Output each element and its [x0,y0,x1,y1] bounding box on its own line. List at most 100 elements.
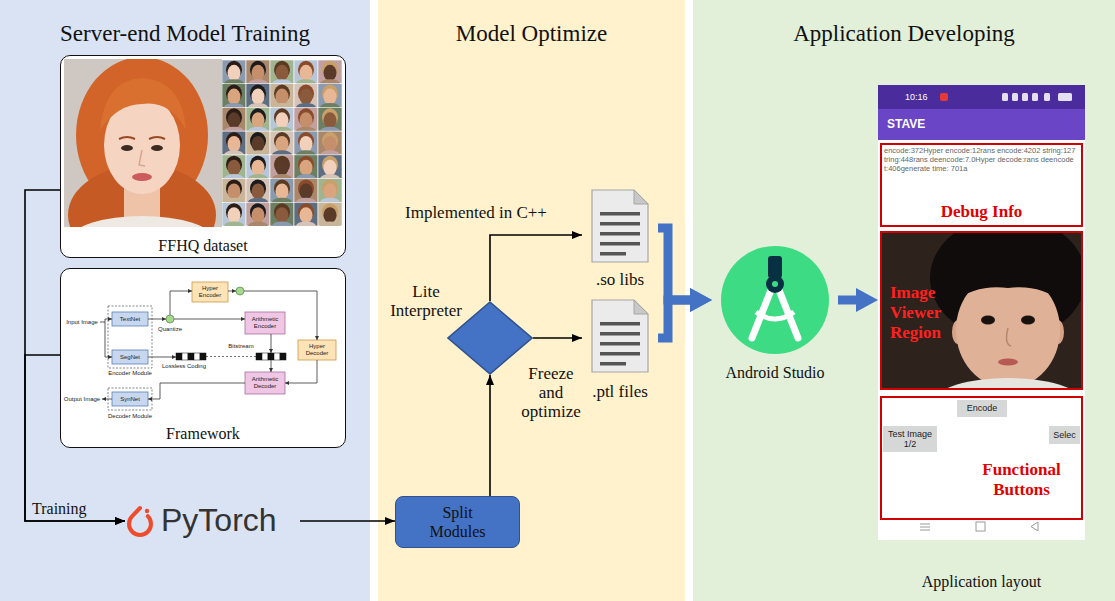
app-button: Selec [1049,426,1080,444]
compass-arc [756,312,794,319]
quantizer [236,287,244,295]
callout-box: Image Viewer Region [880,231,1083,390]
face [228,65,241,81]
text-line [600,232,640,236]
status-bar [878,85,1085,109]
node-text: Selec [1049,430,1080,440]
face [300,89,313,105]
node-text: Split Modules [422,503,494,541]
label-slot: TextNet [112,312,148,326]
label-slot: SynNet [112,392,148,406]
label-text: encode:372Hyper encode:12rans encode:420… [884,146,1080,155]
bitstream-cell [256,353,262,360]
decision-diamond: Lite Interpreter [447,301,533,375]
figure-wire [174,319,245,320]
face [228,136,241,152]
figure-ground [60,268,346,448]
label-text: SegNet [112,354,148,361]
face [324,207,337,223]
panel: Model OptimizeLite Interpreter.so libs.p… [378,0,685,601]
face [324,89,337,105]
text-line [600,242,640,246]
node-text: Encode [957,403,1007,414]
face [300,112,313,128]
status-icon [940,93,948,101]
text-line [600,352,640,356]
eye [151,145,163,151]
pytorch-logo [129,508,151,535]
brow [119,137,135,139]
shoulders [296,222,316,227]
callout-box: Functional Buttons EncodeTest Image 1/2 Se… [880,396,1083,520]
label-text: Arithmetic Decoder [245,376,285,390]
node-text: Application layout [878,572,1085,591]
shoulders [320,222,340,227]
app-button: Encode [957,400,1007,417]
label-slot: Hyper Decoder [298,340,336,360]
text-line [600,362,626,366]
nav-menu-icon [920,530,930,531]
face [228,207,241,223]
nav-menu-icon [920,524,930,525]
compass-pin [772,281,778,287]
edge-label: Implemented in C++ [405,203,585,223]
panel: Application DevelopingAndroid StudioAppl… [693,0,1115,601]
lips [132,173,152,181]
figure-wire [100,319,112,322]
label-text: Arithmetic Encoder [245,316,285,330]
face [276,65,289,81]
connector [658,228,692,300]
document-icon [592,190,648,262]
status-icon [1002,93,1008,101]
process-box: Split Modules [395,496,520,548]
bitstream-cell [262,353,268,360]
label-text: Hyper Encoder [192,285,228,299]
node-text: PyTorch [161,501,300,539]
nose [1007,328,1011,346]
hair-bangs [954,250,1062,302]
connector [533,337,582,339]
figure-wire [102,399,112,400]
hyper-block [298,340,336,360]
label-slot: Arithmetic Decoder [245,372,285,394]
label-slot: Input Image [62,318,102,326]
shirt [936,378,1080,388]
status-icon [1012,93,1018,101]
app-icon: Android Studio [712,245,838,395]
label-text: Quantize [154,326,186,333]
face [276,160,289,176]
label-slot: Encoder Module [98,369,162,377]
figure-wire [244,291,317,340]
connector [489,375,491,496]
nav-home-icon [976,522,985,531]
face [300,65,313,81]
shoulders [72,216,212,227]
face [324,160,337,176]
connector [658,300,692,338]
pytorch-logo-dot [145,509,149,513]
network-block [112,312,148,326]
face [228,183,241,199]
page [592,190,648,262]
face-grid [222,60,342,226]
face [300,207,313,223]
label-slot: Decoder Module [98,412,162,420]
face [276,89,289,105]
figure-wire [285,360,317,383]
app-button: Test Image 1/2 [883,426,937,452]
page-fold [634,190,648,204]
figure-wire [228,291,236,292]
face [228,89,241,105]
coder-block [245,312,285,334]
connector [25,355,125,521]
figure-wire [148,319,166,320]
eye [981,316,995,325]
app-bar [878,109,1085,140]
shoulders [224,222,244,227]
node-text: Functional Buttons [964,460,1079,500]
face [276,112,289,128]
label-text: Decoder Module [98,413,162,420]
network-block [112,350,148,364]
